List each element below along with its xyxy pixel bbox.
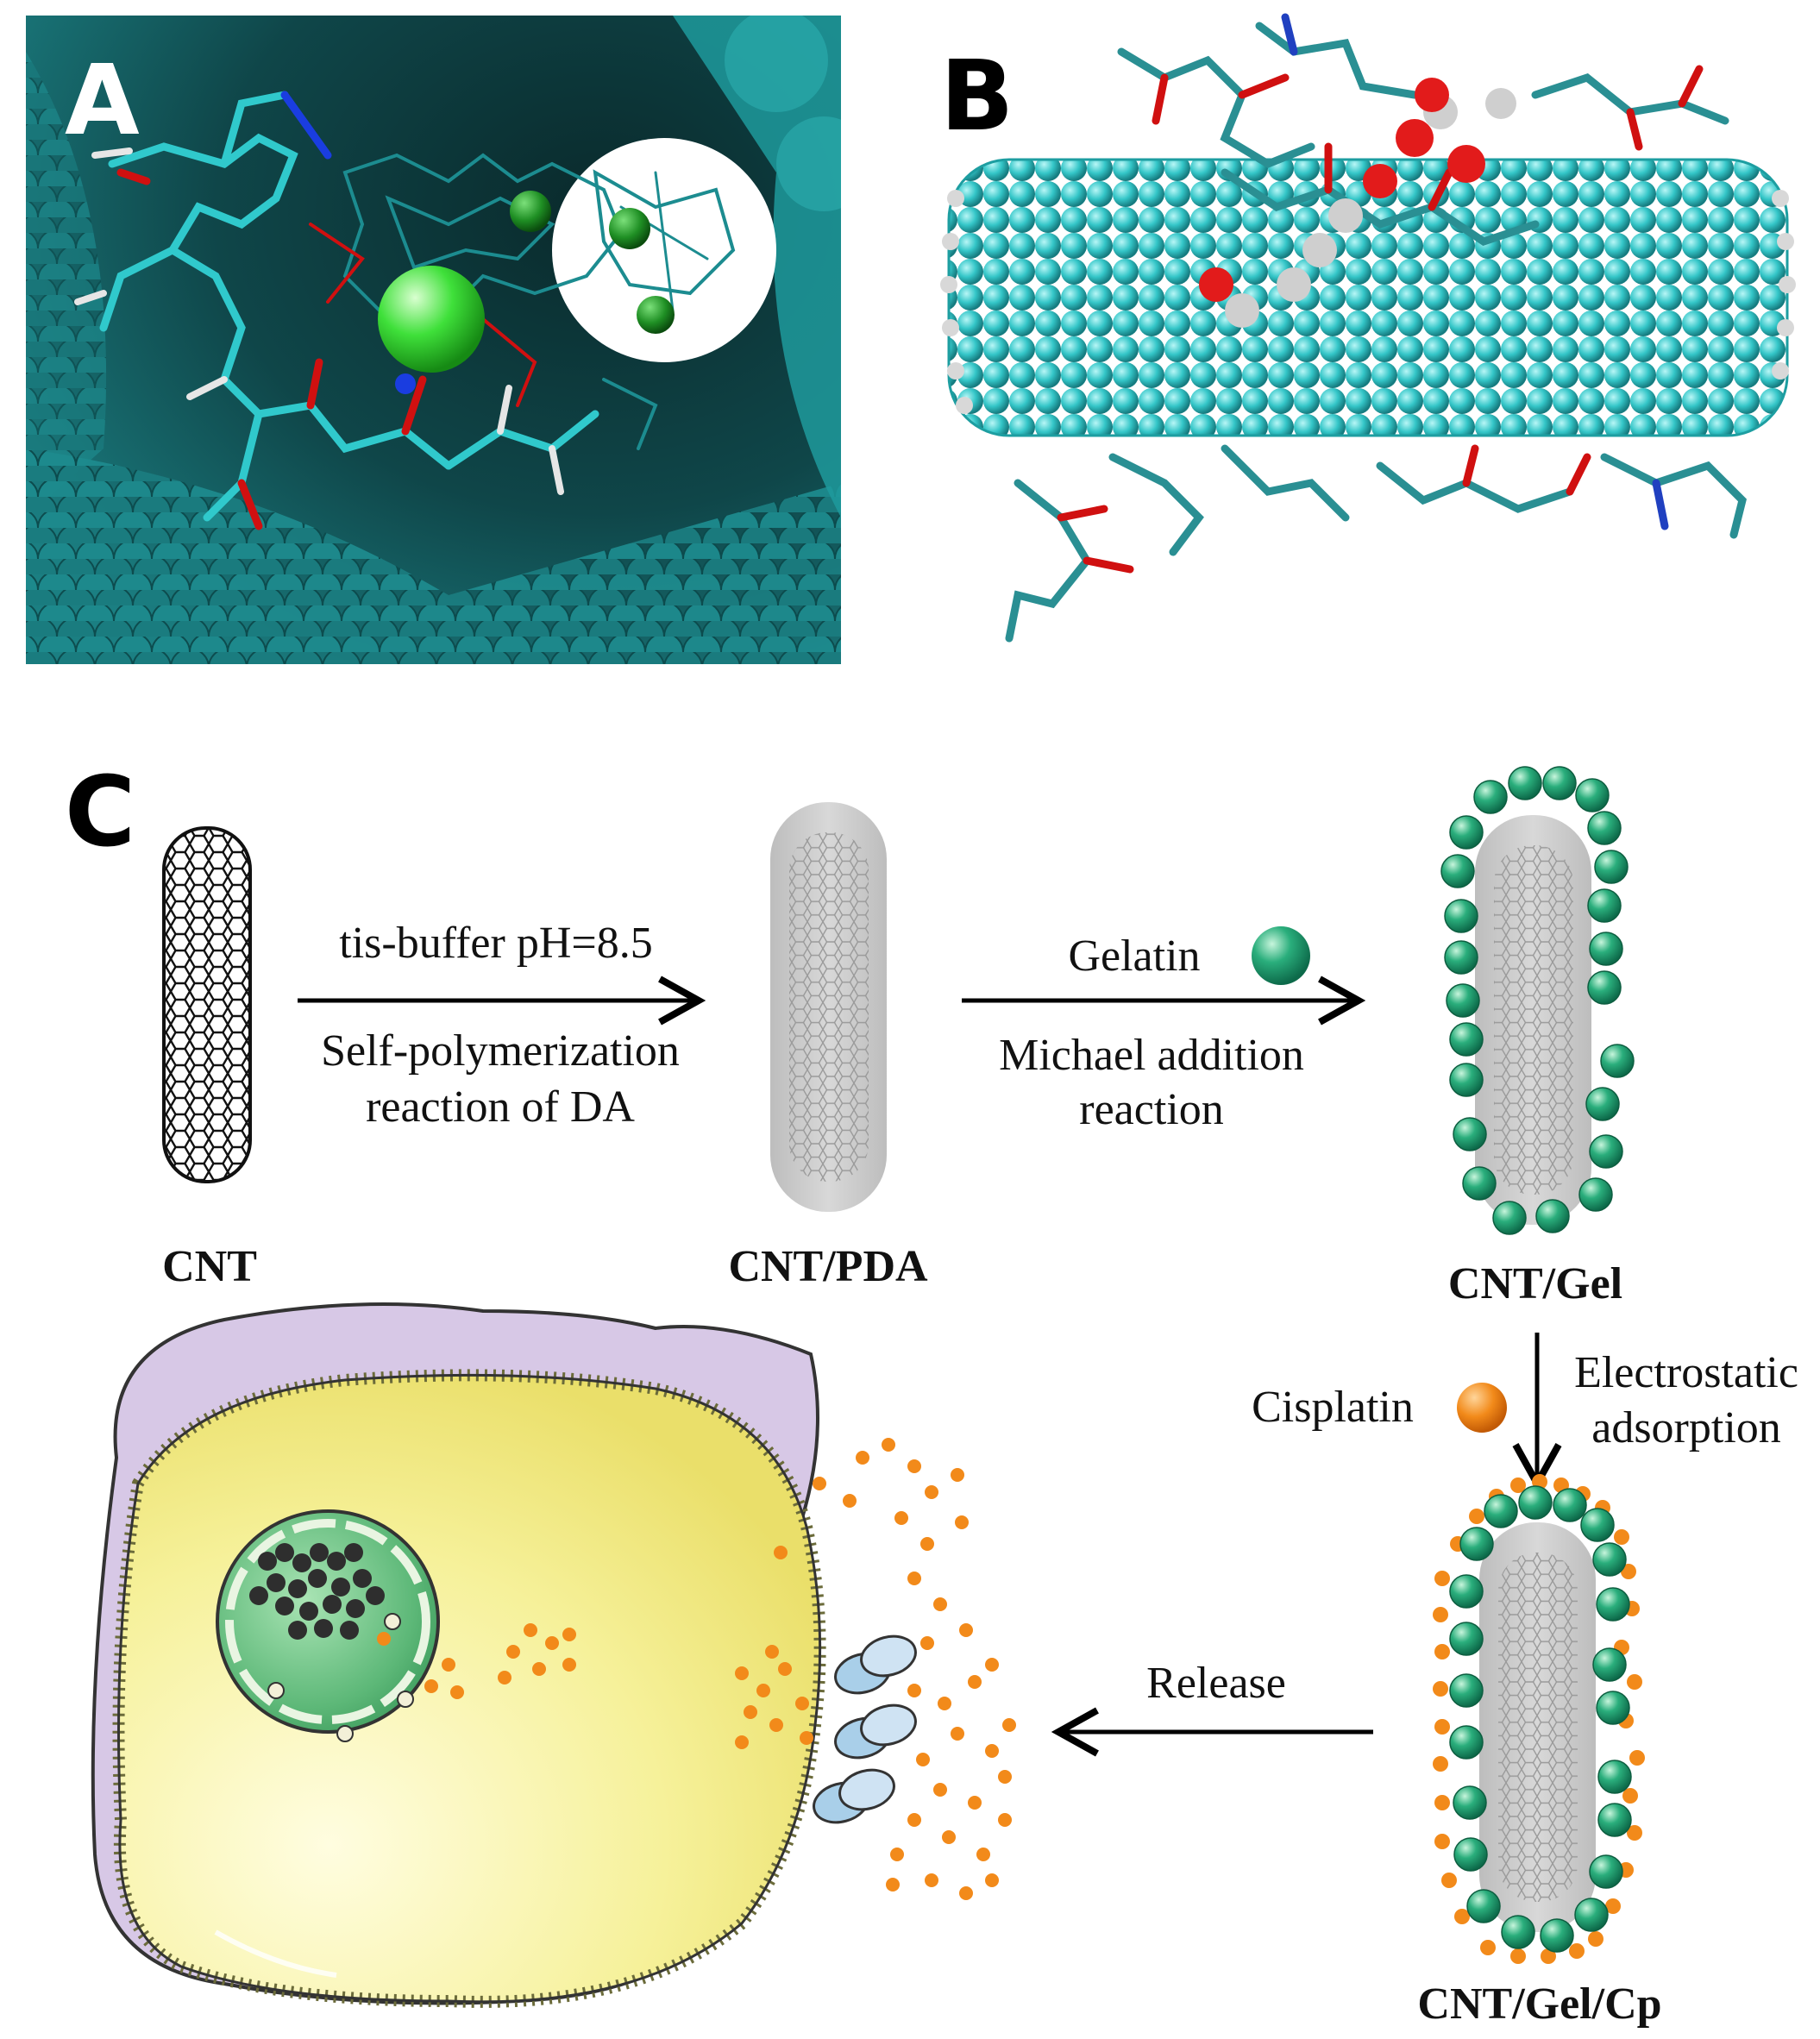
nanotube-wall-bottom: [26, 449, 841, 664]
step2-bottom-line2: reaction: [1079, 1085, 1223, 1134]
gelatin-beads-loaded: [1449, 1485, 1632, 1953]
cnt-illustration: [162, 826, 252, 1183]
cnt-gel-illustration: [1440, 766, 1635, 1235]
chromatin: [249, 1543, 385, 1640]
step1-bottom-line2: reaction of DA: [366, 1082, 635, 1132]
attached-polymer-sticks: [1005, 13, 1747, 643]
step3-right-line2: adsorption: [1591, 1403, 1781, 1452]
cisplatin-sphere-icon: [1457, 1383, 1507, 1433]
label-cnt-gel: CNT/Gel: [1448, 1259, 1622, 1308]
cnt-gel-cp-illustration: [1433, 1474, 1645, 1964]
space-filling-molecule: [1199, 78, 1516, 328]
step3-left-label: Cisplatin: [1252, 1383, 1414, 1432]
panel-a: A: [26, 16, 841, 664]
nanotube-end-caps: [940, 190, 1796, 414]
panel-c: C CNT tis-buffer pH=8.5 Self-polymerizat…: [65, 756, 1798, 2029]
gelatin-stick-model: [74, 91, 736, 530]
released-cisplatin-dots: [377, 1438, 1016, 1900]
chloride-ion-large: [378, 266, 485, 373]
chloride-ion-small-3: [510, 191, 551, 232]
step3-right-line1: Electrostatic: [1574, 1348, 1798, 1397]
nanotube-wall-left: [26, 52, 107, 518]
label-cnt-pda: CNT/PDA: [728, 1242, 928, 1291]
gelatin-beads: [1440, 766, 1635, 1235]
gelatin-sphere-icon: [1252, 926, 1310, 985]
membrane-channels: [813, 1634, 917, 1824]
step2-top-label: Gelatin: [1068, 932, 1200, 981]
nanotube-body: [949, 160, 1787, 436]
label-cnt-gel-cp: CNT/Gel/Cp: [1417, 1979, 1661, 2029]
step1-bottom-line1: Self-polymerization: [321, 1026, 680, 1076]
chloride-ion-small-2: [637, 296, 675, 334]
cell-body: [112, 1369, 826, 2008]
cancer-cell-illustration: [91, 1302, 1016, 2008]
cnt-pda-illustration: [770, 802, 887, 1212]
chloride-ion-small-1: [609, 208, 650, 249]
step2-bottom-line1: Michael addition: [999, 1031, 1304, 1080]
panel-a-letter: A: [65, 45, 140, 157]
panel-b-letter: B: [940, 41, 1014, 153]
step4-label: Release: [1146, 1659, 1286, 1708]
step1-top-label: tis-buffer pH=8.5: [339, 919, 652, 968]
nucleoli: [267, 1613, 414, 1742]
panel-b: B: [940, 13, 1796, 643]
panel-c-letter: C: [65, 756, 135, 869]
label-cnt: CNT: [162, 1242, 257, 1291]
